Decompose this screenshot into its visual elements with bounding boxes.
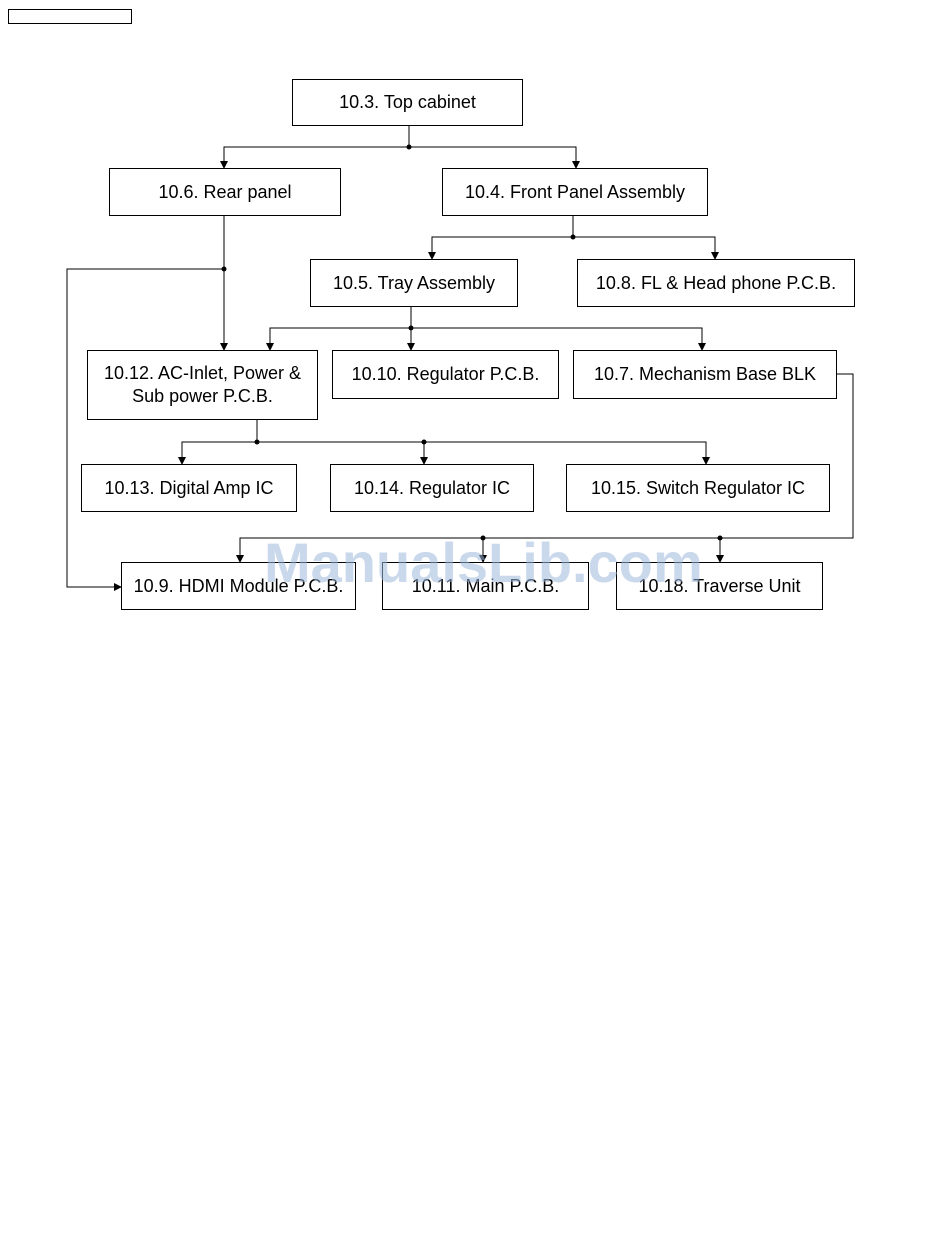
node-top-cabinet: 10.3. Top cabinet bbox=[292, 79, 523, 126]
node-mechanism-base-blk: 10.7. Mechanism Base BLK bbox=[573, 350, 837, 399]
edge-rear-to-hdmi bbox=[66, 268, 224, 591]
edge-front-to-fl bbox=[573, 236, 719, 260]
node-label: 10.5. Tray Assembly bbox=[332, 272, 496, 293]
node-label: 10.7. Mechanism Base BLK bbox=[593, 364, 817, 384]
junction-dot bbox=[254, 439, 260, 445]
header-label-box bbox=[8, 9, 132, 24]
junction-dot bbox=[421, 439, 427, 445]
junction-dot bbox=[221, 266, 227, 272]
node-label: 10.4. Front Panel Assembly bbox=[464, 181, 686, 202]
edge-tray-to-mech bbox=[411, 327, 706, 351]
junction-dot bbox=[570, 234, 576, 240]
node-traverse-unit: 10.18. Traverse Unit bbox=[616, 562, 823, 610]
junction-dot bbox=[408, 325, 414, 331]
node-label: 10.18. Traverse Unit bbox=[638, 575, 801, 596]
node-label: 10.8. FL & Head phone P.C.B. bbox=[595, 272, 837, 293]
node-label-line2: Sub power P.C.B. bbox=[132, 386, 273, 406]
node-label: 10.11. Main P.C.B. bbox=[411, 575, 560, 596]
junction-dot bbox=[480, 535, 486, 541]
node-label: 10.15. Switch Regulator IC bbox=[590, 477, 806, 498]
node-label: 10.6. Rear panel bbox=[158, 181, 292, 202]
node-digital-amp-ic: 10.13. Digital Amp IC bbox=[81, 464, 297, 512]
node-fl-head-phone-pcb: 10.8. FL & Head phone P.C.B. bbox=[577, 259, 855, 307]
node-front-panel-assembly: 10.4. Front Panel Assembly bbox=[442, 168, 708, 216]
node-ac-inlet-power-pcb: 10.12. AC-Inlet, Power & Sub power P.C.B… bbox=[87, 350, 318, 420]
node-label: 10.10. Regulator P.C.B. bbox=[351, 364, 540, 384]
edge-mech-bus bbox=[236, 373, 854, 563]
node-regulator-ic: 10.14. Regulator IC bbox=[330, 464, 534, 512]
node-rear-panel: 10.6. Rear panel bbox=[109, 168, 341, 216]
edge-ac-to-reg-ic bbox=[257, 441, 428, 465]
node-main-pcb: 10.11. Main P.C.B. bbox=[382, 562, 589, 610]
junction-dot bbox=[717, 535, 723, 541]
node-hdmi-module-pcb: 10.9. HDMI Module P.C.B. bbox=[121, 562, 356, 610]
node-tray-assembly: 10.5. Tray Assembly bbox=[310, 259, 518, 307]
node-switch-regulator-ic: 10.15. Switch Regulator IC bbox=[566, 464, 830, 512]
edge-tray-to-acinlet bbox=[266, 327, 411, 351]
node-label-line1: 10.12. AC-Inlet, Power & bbox=[103, 363, 302, 383]
edge-front-to-tray bbox=[428, 215, 574, 260]
node-label: 10.9. HDMI Module P.C.B. bbox=[133, 575, 344, 596]
node-label: 10.3. Top cabinet bbox=[339, 92, 476, 112]
edge-top-to-rear bbox=[220, 125, 410, 169]
edge-ac-to-switch bbox=[424, 441, 710, 465]
node-label: 10.14. Regulator IC bbox=[353, 477, 511, 498]
node-label: 10.13. Digital Amp IC bbox=[104, 477, 274, 498]
node-regulator-pcb: 10.10. Regulator P.C.B. bbox=[332, 350, 559, 399]
junction-dot bbox=[406, 144, 412, 150]
edge-top-to-front bbox=[409, 146, 580, 169]
edge-ac-to-digital bbox=[178, 419, 258, 465]
